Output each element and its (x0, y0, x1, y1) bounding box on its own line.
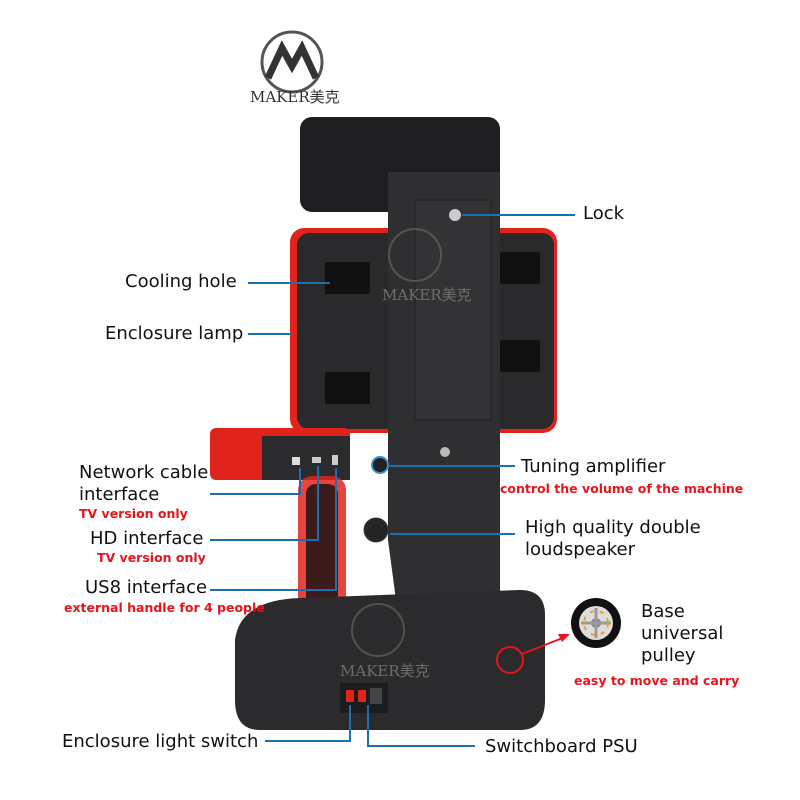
leader-lines (210, 214, 575, 747)
label-hd-interface: HD interface (90, 528, 204, 549)
network-port (292, 457, 300, 465)
base (235, 590, 545, 730)
label-psu: Switchboard PSU (485, 736, 638, 757)
label-network-cable-2: interface (79, 484, 160, 505)
pulley-arrow (521, 636, 566, 655)
speaker-grille (363, 517, 389, 543)
volume-knob (371, 456, 389, 474)
maker-logo-icon (260, 30, 324, 94)
label-pulley-2: universal (641, 623, 724, 644)
watermark: MAKER美克 (340, 662, 430, 680)
note-usb-interface: external handle for 4 people (64, 600, 265, 615)
note-tuning-amplifier: control the volume of the machine (500, 481, 744, 496)
note-pulley: easy to move and carry (574, 673, 740, 688)
label-tuning-amplifier: Tuning amplifier (521, 456, 666, 477)
label-loudspeaker-2: loudspeaker (525, 539, 636, 560)
label-pulley-3: pulley (641, 645, 696, 666)
hdmi-port (312, 457, 321, 463)
cooling-hole-vents (325, 252, 540, 404)
light-switch (346, 690, 354, 702)
label-network-cable: Network cable (79, 462, 209, 483)
label-light-switch: Enclosure light switch (62, 731, 259, 752)
label-enclosure-lamp: Enclosure lamp (105, 323, 244, 344)
pulley-highlight (496, 646, 524, 674)
note-hd-interface: TV version only (97, 550, 206, 565)
label-usb-interface: US8 interface (85, 577, 208, 598)
label-cooling-hole: Cooling hole (125, 271, 237, 292)
brand-logo-text: MAKER美克 (250, 88, 340, 106)
note-network-cable: TV version only (79, 506, 188, 521)
label-lock: Lock (583, 203, 625, 224)
lock-icon (449, 209, 461, 221)
label-pulley: Base (641, 601, 685, 622)
psu-socket (370, 688, 382, 704)
label-loudspeaker: High quality double (525, 517, 701, 538)
watermark: MAKER美克 (382, 286, 472, 304)
usb-port (332, 455, 338, 465)
wheel-icon (571, 598, 621, 648)
